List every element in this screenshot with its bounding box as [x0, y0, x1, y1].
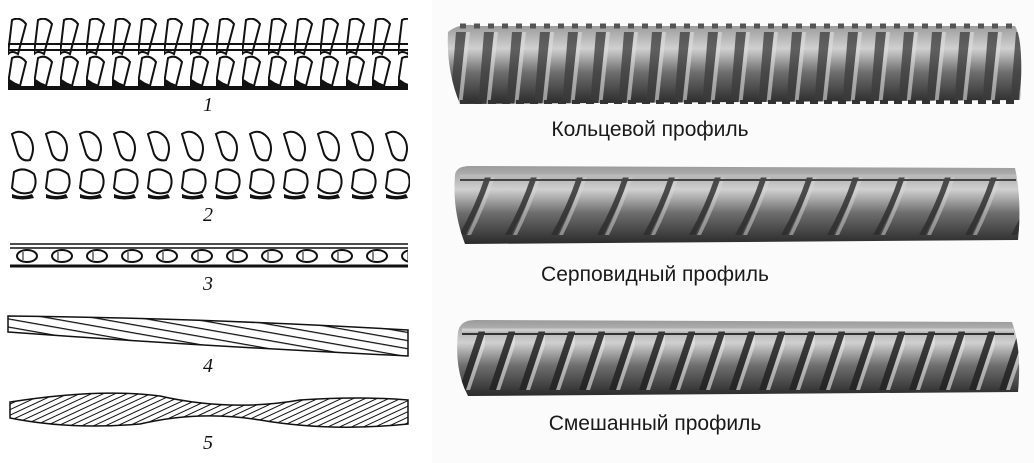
drawing-bar-1 [8, 18, 408, 90]
drawing-bar-5 [9, 392, 409, 428]
drawing-label-5: 5 [203, 432, 213, 454]
drawing-bar-2 [8, 128, 410, 200]
drawing-bar-3 [10, 243, 408, 268]
photo-mixed-profile-bar [457, 320, 1020, 396]
caption-crescent-profile: Серповидный профиль [541, 263, 769, 286]
drawing-bar-4 [7, 315, 409, 357]
photo-ring-profile-bar [447, 23, 1022, 104]
caption-mixed-profile: Смешанный профиль [548, 412, 762, 435]
drawing-label-2: 2 [203, 204, 213, 226]
photo-crescent-profile-bar [454, 166, 1020, 244]
drawing-label-4: 4 [203, 355, 213, 377]
drawing-label-1: 1 [203, 94, 213, 116]
drawing-label-3: 3 [203, 273, 213, 295]
caption-ring-profile: Кольцевой профиль [551, 118, 749, 141]
